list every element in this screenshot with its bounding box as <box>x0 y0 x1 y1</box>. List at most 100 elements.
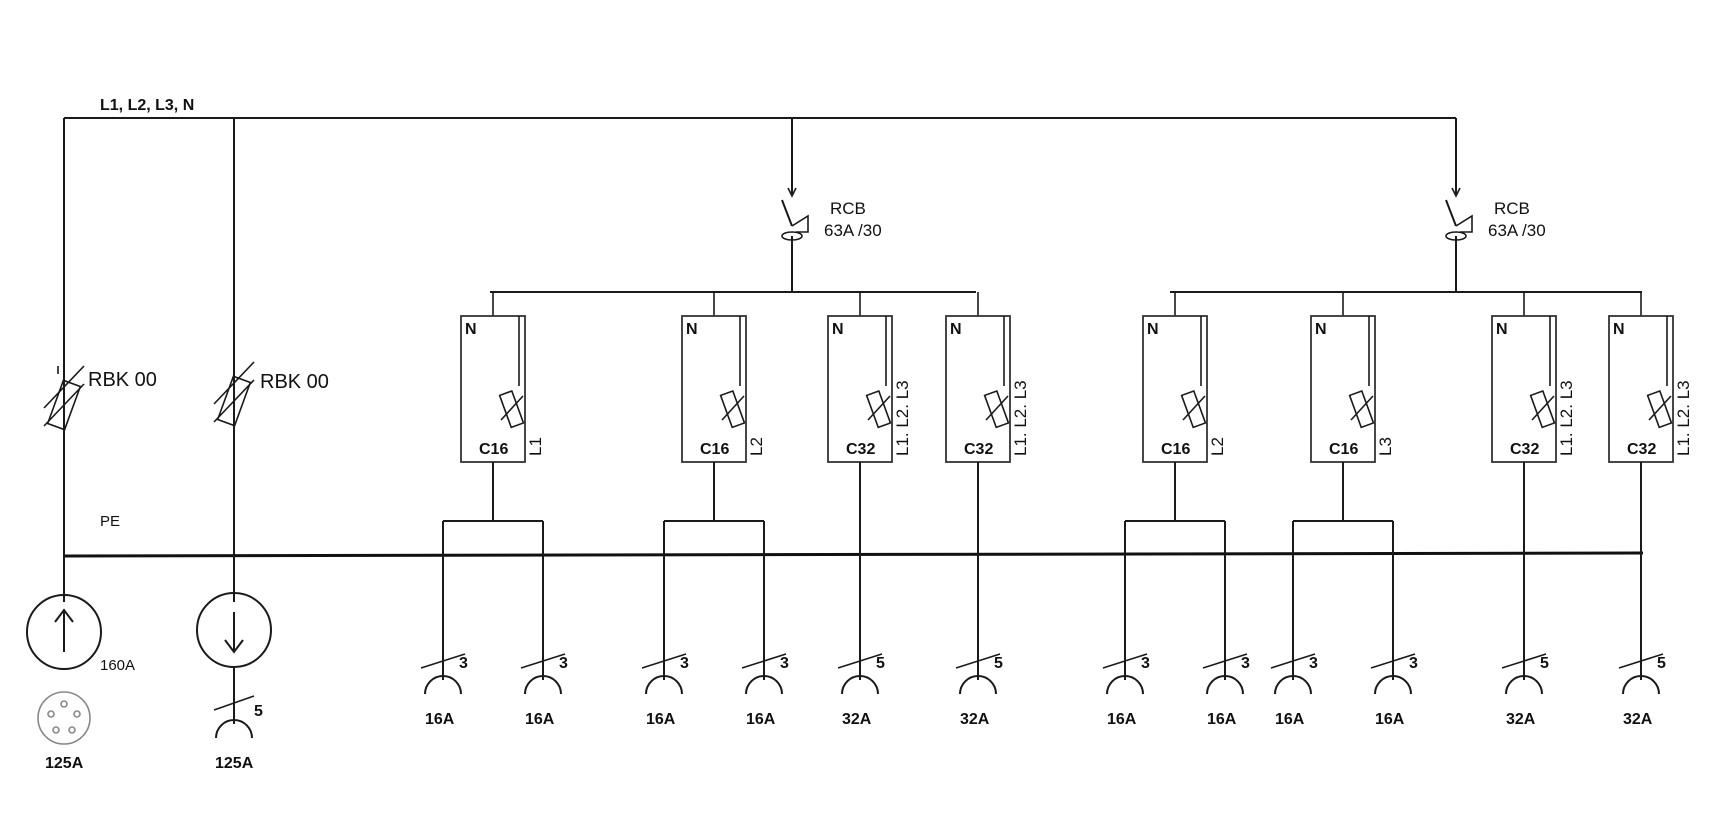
outlet: 5 32A <box>1501 653 1549 728</box>
socket-icon <box>1622 675 1660 695</box>
breaker-neutral-label: N <box>950 321 962 338</box>
breaker-module: N C32 L1. L2. L3 5 32A <box>827 292 912 728</box>
breaker-switch-icon <box>498 316 525 429</box>
breaker-box <box>460 315 526 463</box>
outlet-poles-label: 3 <box>1141 655 1150 672</box>
pole-slash <box>741 653 787 669</box>
breaker-switch-icon <box>865 316 892 429</box>
breaker-box <box>827 315 893 463</box>
breaker-switch-icon <box>1529 316 1556 429</box>
breaker-box <box>681 315 747 463</box>
pole-slash <box>1270 653 1316 669</box>
supply-bus: L1, L2, L3, N <box>64 97 1456 119</box>
breaker-switch-icon <box>1348 316 1375 429</box>
breaker-neutral-label: N <box>1147 321 1159 338</box>
socket-icon <box>424 675 462 695</box>
breaker-neutral-label: N <box>1496 321 1508 338</box>
breaker-rating-label: C16 <box>1329 441 1358 458</box>
outlet-poles-label: 3 <box>1241 655 1250 672</box>
rcd-switch-icon <box>1445 199 1473 241</box>
outlet-current-label: 16A <box>1107 711 1137 728</box>
outlet-poles-label: 5 <box>1540 655 1549 672</box>
pole-slash <box>420 653 466 669</box>
breaker-box <box>1491 315 1557 463</box>
outlet-poles-label: 3 <box>459 655 468 672</box>
pole-slash <box>520 653 566 669</box>
outlet-poles-label: 3 <box>559 655 568 672</box>
socket-icon <box>745 675 783 695</box>
socket-icon <box>1505 675 1543 695</box>
breaker-box <box>1310 315 1376 463</box>
breaker-phase-label: L1. L2. L3 <box>1011 380 1030 456</box>
socket-icon <box>645 675 683 695</box>
outlet-current-label: 32A <box>842 711 872 728</box>
breaker-rating-label: C16 <box>1161 441 1190 458</box>
breaker-neutral-label: N <box>1315 321 1327 338</box>
outlet: 5 32A <box>1618 653 1666 728</box>
breaker-module: N C32 L1. L2. L3 5 32A <box>1608 292 1693 728</box>
breaker-switch-icon <box>719 316 746 429</box>
breaker-phase-label: L1. L2. L3 <box>893 380 912 456</box>
pe-bus-label: PE <box>100 513 120 530</box>
breaker-modules: N C16 L1 3 16A 3 16A N C16 L2 3 16A 3 16A N C32 L1. L2. … <box>420 292 1693 728</box>
socket-icon <box>841 675 879 695</box>
breaker-rating-label: C32 <box>964 441 993 458</box>
breaker-box <box>945 315 1011 463</box>
breaker-box <box>1142 315 1208 463</box>
outlet-current-label: 16A <box>746 711 776 728</box>
feed-outlet: RBK 00 5 125A <box>196 118 329 772</box>
outlet-current-label: 32A <box>1506 711 1536 728</box>
socket-icon <box>1106 675 1144 695</box>
feed-inlet: RBK 00 160A 125A <box>26 118 157 772</box>
breaker-box <box>1608 315 1674 463</box>
rcd-rating-label: 63A /30 <box>1488 221 1546 240</box>
outlet-current-label: 16A <box>425 711 455 728</box>
supply-bus-label: L1, L2, L3, N <box>100 97 194 114</box>
breaker-phase-label: L3 <box>1376 437 1395 456</box>
breaker-rating-label: C16 <box>479 441 508 458</box>
pole-slash <box>1501 653 1547 669</box>
outlet-current-label: 32A <box>960 711 990 728</box>
socket-icon <box>1274 675 1312 695</box>
outlet-current-label: 16A <box>1275 711 1305 728</box>
outlet-poles-label: 3 <box>1409 655 1418 672</box>
outlet-poles-label: 5 <box>1657 655 1666 672</box>
breaker-neutral-label: N <box>686 321 698 338</box>
breaker-phase-label: L1. L2. L3 <box>1557 380 1576 456</box>
breaker-neutral-label: N <box>1613 321 1625 338</box>
breaker-switch-icon <box>1180 316 1207 429</box>
breaker-phase-label: L1. L2. L3 <box>1674 380 1693 456</box>
outlet-current-label: 16A <box>1375 711 1405 728</box>
breaker-neutral-label: N <box>832 321 844 338</box>
outlet-current-label: 32A <box>1623 711 1653 728</box>
breaker-switch-icon <box>1646 316 1673 429</box>
breaker-rating-label: C32 <box>1627 441 1656 458</box>
rcd-type-label: RCB <box>830 199 866 218</box>
socket-icon <box>1206 675 1244 695</box>
breaker-rating-label: C32 <box>846 441 875 458</box>
pole-slash <box>955 653 1001 669</box>
breaker-switch-icon <box>983 316 1010 429</box>
pole-slash <box>1370 653 1416 669</box>
rcd-switch-icon <box>781 199 809 241</box>
outlet: 5 32A <box>837 653 885 728</box>
breaker-phase-label: L2 <box>1208 437 1227 456</box>
outlet-poles-label: 3 <box>680 655 689 672</box>
outlet-poles-label: 5 <box>876 655 885 672</box>
inlet-socket-icon <box>26 594 102 670</box>
breaker-phase-label: L1 <box>526 437 545 456</box>
pole-slash <box>1618 653 1664 669</box>
breaker-phase-label: L2 <box>747 437 766 456</box>
pole-slash <box>641 653 687 669</box>
outlet: 3 16A <box>420 521 468 728</box>
rcd-rating-label: 63A /30 <box>824 221 882 240</box>
